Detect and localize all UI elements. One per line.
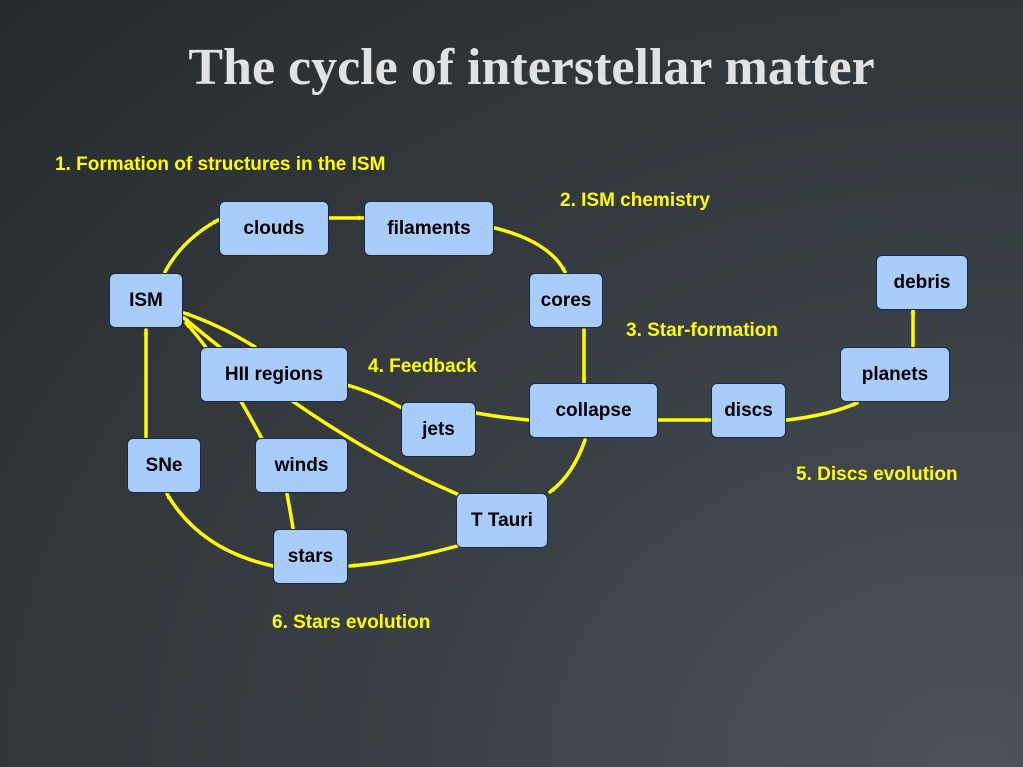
line-collapse-jets: [474, 411, 531, 422]
node-t-tauri: T Tauri: [456, 493, 548, 548]
arrow-hii-ism: [182, 311, 257, 349]
node-debris: debris: [876, 255, 968, 310]
stage-label-stars-evolution: 6. Stars evolution: [272, 612, 431, 633]
node-filaments: filaments: [364, 201, 494, 256]
stage-label-discs-evolution: 5. Discs evolution: [796, 464, 958, 485]
slide-title: The cycle of interstellar matter: [188, 39, 875, 96]
node-planets: planets: [840, 347, 950, 402]
node-collapse: collapse: [529, 383, 658, 438]
node-ism: ISM: [109, 273, 183, 328]
arrow-stars-sne: [165, 492, 275, 568]
stage-label-chemistry: 2. ISM chemistry: [560, 190, 710, 211]
stage-label-feedback: 4. Feedback: [368, 356, 477, 377]
arrow-filaments-cores: [493, 226, 567, 274]
arrow-ism-clouds: [163, 218, 220, 274]
line-jets-hii: [345, 383, 404, 410]
arrow-discs-planets: [785, 401, 859, 422]
stage-label-star-formation: 3. Star-formation: [626, 320, 779, 341]
node-discs: discs: [711, 383, 786, 438]
node-sne: SNe: [127, 438, 201, 493]
stage-label-formation: 1. Formation of structures in the ISM: [55, 154, 386, 175]
node-jets: jets: [401, 402, 476, 457]
line-stars-winds: [285, 492, 295, 530]
node-hii-regions: HII regions: [200, 347, 348, 402]
node-cores: cores: [529, 273, 603, 328]
arrow-ttauri-stars: [348, 544, 459, 569]
node-stars: stars: [273, 529, 348, 584]
node-winds: winds: [255, 438, 348, 493]
node-clouds: clouds: [219, 201, 329, 256]
arrow-collapse-ttauri: [548, 438, 587, 494]
